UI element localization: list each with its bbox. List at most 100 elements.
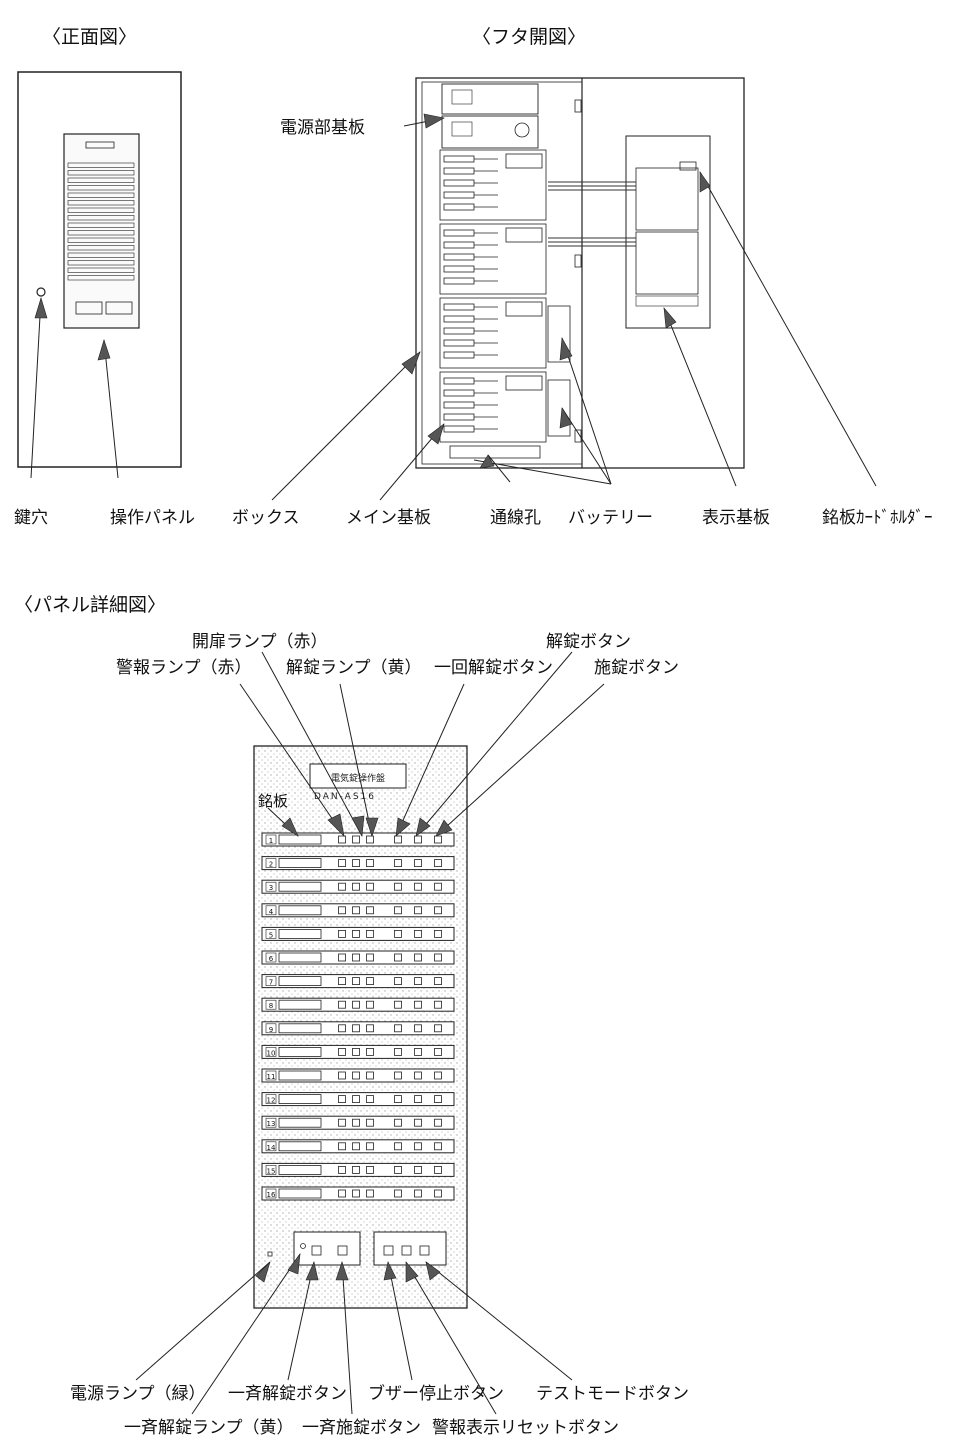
row-lamp <box>366 1000 374 1009</box>
row-nameplate <box>278 1117 322 1128</box>
row-number: 5 <box>269 931 273 939</box>
row-button[interactable] <box>434 835 442 844</box>
row-button[interactable] <box>394 859 402 867</box>
row-button[interactable] <box>414 1118 422 1127</box>
label-wiring-hole: 通線孔 <box>490 508 541 528</box>
row-button[interactable] <box>414 1095 422 1103</box>
row-button[interactable] <box>394 1166 402 1174</box>
row-button[interactable] <box>414 1166 422 1174</box>
arrowheads-top <box>34 113 711 469</box>
front-row <box>67 252 135 258</box>
row-button[interactable] <box>394 1071 402 1080</box>
row-number-box <box>265 858 277 868</box>
row-button[interactable] <box>394 906 402 915</box>
row-lamp <box>338 835 346 844</box>
row-button[interactable] <box>414 953 422 962</box>
row-button[interactable] <box>434 930 442 938</box>
row-button[interactable] <box>434 882 442 891</box>
row-button[interactable] <box>414 1048 422 1056</box>
row-button[interactable] <box>414 930 422 938</box>
wiring-hole <box>449 445 541 459</box>
row-nameplate <box>278 1165 322 1175</box>
board-connector <box>443 315 475 323</box>
label-unlock-lamp: 解錠ランプ（黄） <box>286 658 422 678</box>
row-number-box <box>265 976 277 986</box>
row-button[interactable] <box>434 859 442 867</box>
row-button[interactable] <box>414 1024 422 1033</box>
row-button[interactable] <box>434 953 442 962</box>
row-button[interactable] <box>394 835 402 844</box>
front-row <box>67 222 135 228</box>
row-lamp <box>338 1024 346 1033</box>
row-button[interactable] <box>394 930 402 938</box>
label-main-board: メイン基板 <box>346 508 431 528</box>
open-view-title: 〈フタ開図〉 <box>472 26 587 48</box>
row-number-box <box>265 834 277 845</box>
row-button[interactable] <box>434 1118 442 1127</box>
row-button[interactable] <box>434 1166 442 1174</box>
row-lamp <box>366 906 374 915</box>
label-nameplate-holder: 銘板ｶｰﾄﾞﾎﾙﾀﾞｰ <box>822 508 933 528</box>
row-lamp <box>366 859 374 867</box>
panel-row: 5 <box>261 926 455 941</box>
row-button[interactable] <box>394 1142 402 1151</box>
row-button[interactable] <box>414 1189 422 1198</box>
panel-row: 7 <box>261 974 455 989</box>
row-lamp <box>352 953 360 962</box>
row-lamp <box>352 1118 360 1127</box>
row-button[interactable] <box>434 1048 442 1056</box>
row-lamp <box>366 977 374 985</box>
row-button[interactable] <box>394 953 402 962</box>
label-one-time-unlock: 一回解錠ボタン <box>434 658 553 678</box>
row-button[interactable] <box>394 1118 402 1127</box>
bottom-right-group <box>373 1231 447 1266</box>
main-board <box>439 371 547 443</box>
row-button[interactable] <box>414 859 422 867</box>
panel-row: 2 <box>261 856 455 871</box>
row-button[interactable] <box>434 1024 442 1033</box>
row-button[interactable] <box>434 1095 442 1103</box>
panel-row: 3 <box>261 879 455 894</box>
row-button[interactable] <box>394 882 402 891</box>
label-display-board: 表示基板 <box>702 508 770 528</box>
row-button[interactable] <box>434 1142 442 1151</box>
row-button[interactable] <box>394 1189 402 1198</box>
row-number: 10 <box>267 1049 276 1057</box>
row-button[interactable] <box>394 1024 402 1033</box>
panel-row: 10 <box>261 1044 455 1059</box>
row-button[interactable] <box>434 977 442 985</box>
row-button[interactable] <box>414 977 422 985</box>
label-alarm-reset: 警報表示リセットボタン <box>432 1418 619 1438</box>
row-button[interactable] <box>414 835 422 844</box>
row-nameplate <box>278 999 322 1010</box>
row-lamp <box>366 1166 374 1174</box>
row-button[interactable] <box>434 906 442 915</box>
row-button[interactable] <box>394 977 402 985</box>
row-button[interactable] <box>394 1048 402 1056</box>
row-button[interactable] <box>394 1000 402 1009</box>
row-button[interactable] <box>414 906 422 915</box>
arrowheads-panel <box>255 813 453 1283</box>
row-lamp <box>366 1118 374 1127</box>
row-nameplate <box>278 929 322 939</box>
row-lamp <box>352 859 360 867</box>
row-button[interactable] <box>414 1000 422 1009</box>
board-connector <box>443 191 475 199</box>
row-button[interactable] <box>414 1142 422 1151</box>
row-button[interactable] <box>434 1189 442 1198</box>
row-button[interactable] <box>414 1071 422 1080</box>
row-button[interactable] <box>434 1071 442 1080</box>
row-button[interactable] <box>414 882 422 891</box>
board-connector <box>443 327 475 335</box>
row-nameplate <box>278 1023 322 1034</box>
row-button[interactable] <box>434 1000 442 1009</box>
bottom-left-group <box>293 1231 361 1266</box>
power-lamp-icon <box>267 1251 273 1257</box>
row-lamp <box>352 1189 360 1198</box>
row-lamp <box>338 1166 346 1174</box>
row-button[interactable] <box>394 1095 402 1103</box>
row-lamp <box>338 930 346 938</box>
label-buzzer-stop: ブザー停止ボタン <box>368 1384 504 1404</box>
